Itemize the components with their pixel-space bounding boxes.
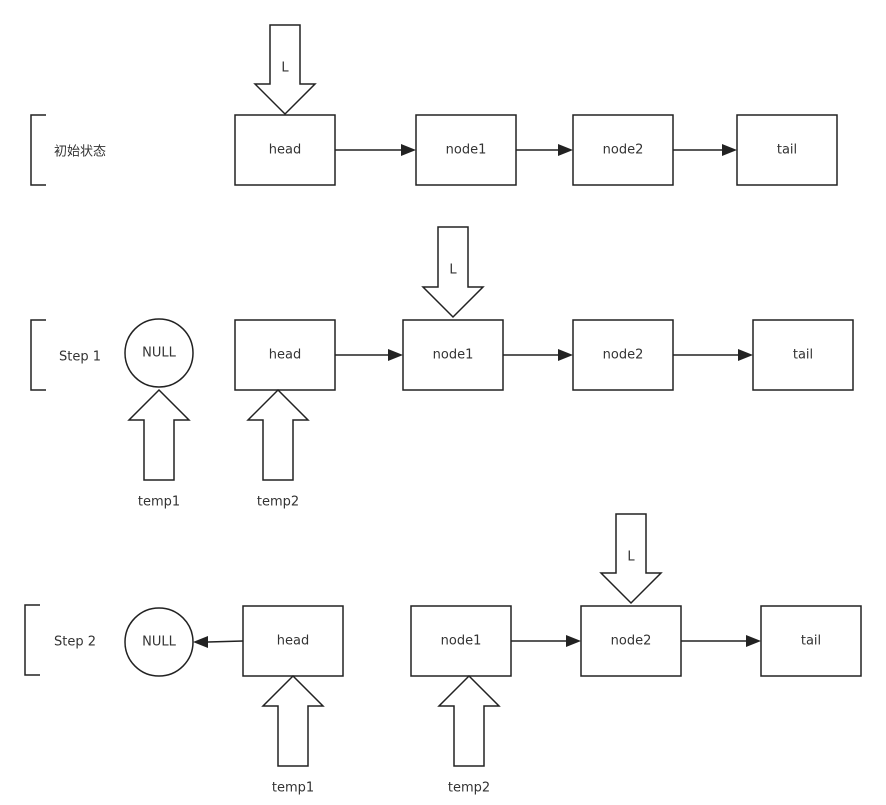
pointer-arrow [253, 24, 317, 116]
node-head: head [234, 319, 336, 391]
link-arrowhead [566, 635, 581, 647]
node-node2: node2 [572, 319, 674, 391]
node-box [580, 605, 682, 677]
node-tail: tail [752, 319, 854, 391]
node-box [572, 114, 674, 186]
state-bracket [24, 604, 40, 676]
node-label: head [269, 348, 301, 363]
node-node1: node1 [415, 114, 517, 186]
link-arrowhead [388, 349, 403, 361]
node-head: head [234, 114, 336, 186]
node-tail: tail [736, 114, 838, 186]
pointer-arrow [261, 674, 325, 767]
node-box [736, 114, 838, 186]
node-label: head [277, 634, 309, 649]
pointer-temp2: temp2 [437, 674, 501, 796]
link-arrowhead [558, 144, 573, 156]
node-box [410, 605, 512, 677]
pointer-L: L [421, 226, 485, 319]
state-0: 初始状态 head node1 node2 tail L [30, 24, 838, 186]
node-box [572, 319, 674, 391]
pointer-label: temp1 [138, 495, 180, 510]
pointer-label: temp1 [272, 781, 314, 796]
node-label: head [269, 143, 301, 158]
node-node1: node1 [402, 319, 504, 391]
node-node1: node1 [410, 605, 512, 677]
pointer-arrow [599, 513, 663, 605]
pointer-label: L [627, 550, 635, 565]
node-null: NULL [124, 607, 194, 677]
node-label: node2 [603, 348, 644, 363]
link-head-to-null [207, 640, 244, 643]
node-label: node1 [441, 634, 482, 649]
node-box [760, 605, 862, 677]
pointer-temp1: temp1 [127, 388, 191, 510]
node-label: node2 [611, 634, 652, 649]
link-arrowhead [193, 636, 208, 648]
node-tail: tail [760, 605, 862, 677]
node-label: node1 [446, 143, 487, 158]
node-box [234, 319, 336, 391]
node-box [242, 605, 344, 677]
node-label: NULL [142, 635, 176, 650]
node-box [415, 114, 517, 186]
state-bracket [30, 114, 46, 186]
link-arrowhead [722, 144, 737, 156]
pointer-temp1: temp1 [261, 674, 325, 796]
node-label: tail [801, 634, 821, 649]
pointer-arrow [437, 674, 501, 767]
pointer-arrow [127, 388, 191, 481]
pointer-label: temp2 [257, 495, 299, 510]
node-label: node1 [433, 348, 474, 363]
link-arrowhead [738, 349, 753, 361]
link-arrowhead [746, 635, 761, 647]
node-head: head [242, 605, 344, 677]
node-label: tail [777, 143, 797, 158]
null-circle [124, 318, 194, 388]
node-box [234, 114, 336, 186]
node-label: NULL [142, 346, 176, 361]
node-label: tail [793, 348, 813, 363]
link-arrowhead [558, 349, 573, 361]
pointer-L: L [253, 24, 317, 116]
state-label: Step 1 [59, 350, 101, 365]
pointer-arrow [421, 226, 485, 319]
node-box [402, 319, 504, 391]
pointer-label: L [281, 61, 289, 76]
node-node2: node2 [580, 605, 682, 677]
link-arrowhead [401, 144, 416, 156]
node-label: node2 [603, 143, 644, 158]
node-node2: node2 [572, 114, 674, 186]
pointer-arrow [246, 388, 310, 481]
pointer-L: L [599, 513, 663, 605]
pointer-temp2: temp2 [246, 388, 310, 510]
state-label: Step 2 [54, 635, 96, 650]
node-null: NULL [124, 318, 194, 388]
pointer-label: temp2 [448, 781, 490, 796]
state-bracket [30, 319, 46, 391]
node-box [752, 319, 854, 391]
null-circle [124, 607, 194, 677]
pointer-label: L [449, 263, 457, 278]
state-label: 初始状态 [54, 145, 106, 160]
